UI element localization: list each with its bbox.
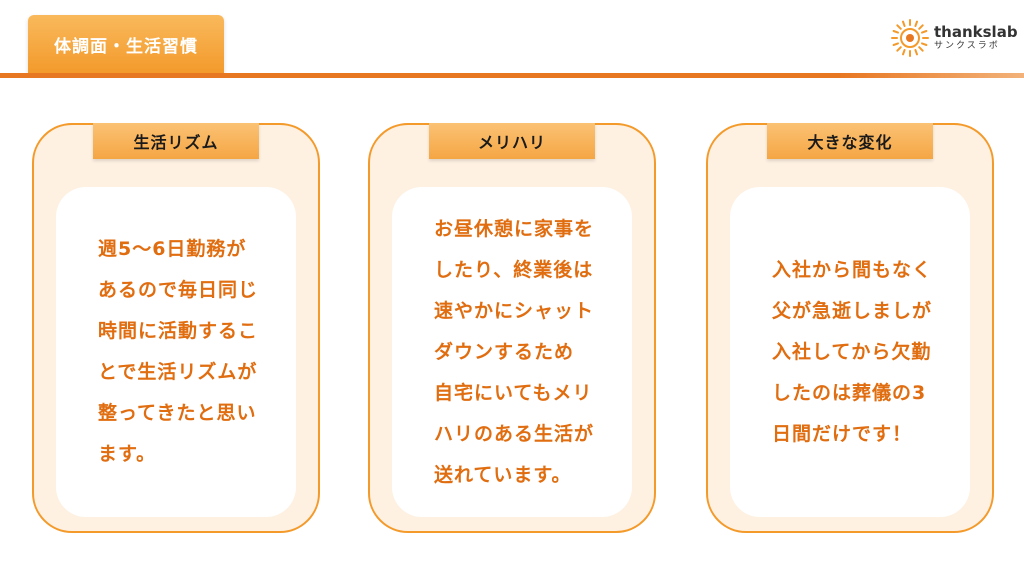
page-title-tab: 体調面・生活習慣: [28, 15, 224, 73]
logo-name: thankslab: [934, 22, 1018, 41]
card-body: 週5～6日勤務が あるので毎日同じ 時間に活動するこ とで生活リズムが 整ってき…: [56, 187, 296, 517]
card-text: 入社から間もなく 父が急逝しましが 入社してから欠勤 したのは葬儀の3 日間だけ…: [771, 258, 932, 445]
card-work-life-balance: メリハリ お昼休憩に家事を したり、終業後は 速やかにシャット ダウンするため …: [368, 123, 656, 533]
card-lifestyle-rhythm: 生活リズム 週5～6日勤務が あるので毎日同じ 時間に活動するこ とで生活リズム…: [32, 123, 320, 533]
card-text: 週5～6日勤務が あるので毎日同じ 時間に活動するこ とで生活リズムが 整ってき…: [97, 238, 258, 465]
card-big-change: 大きな変化 入社から間もなく 父が急逝しましが 入社してから欠勤 したのは葬儀の…: [706, 123, 994, 533]
card-label: 大きな変化: [767, 123, 933, 159]
card-label: メリハリ: [429, 123, 595, 159]
logo-subtitle: サンクスラボ: [934, 41, 1000, 52]
card-label: 生活リズム: [93, 123, 259, 159]
sunburst-logo-icon: [891, 19, 929, 57]
header-divider: [0, 73, 1024, 78]
card-body: 入社から間もなく 父が急逝しましが 入社してから欠勤 したのは葬儀の3 日間だけ…: [730, 187, 970, 517]
card-body: お昼休憩に家事を したり、終業後は 速やかにシャット ダウンするため 自宅にいて…: [392, 187, 632, 517]
card-text: お昼休憩に家事を したり、終業後は 速やかにシャット ダウンするため 自宅にいて…: [433, 217, 594, 486]
page-title: 体調面・生活習慣: [54, 36, 198, 57]
brand-logo: thankslab サンクスラボ: [890, 16, 1018, 60]
